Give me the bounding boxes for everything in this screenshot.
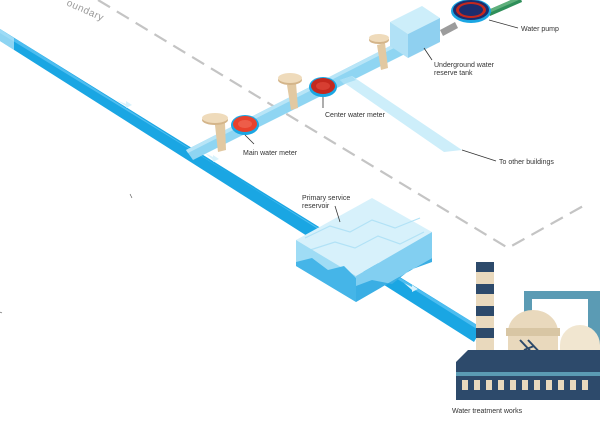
flow-arrows <box>116 100 418 292</box>
valve-icon <box>202 113 228 152</box>
factory-icon <box>456 262 600 400</box>
stray-marks <box>0 193 133 314</box>
meter-icon <box>309 77 337 97</box>
valve-icon <box>278 73 302 110</box>
other-buildings-pipe <box>340 76 462 152</box>
treatment-works-label: Water treatment works <box>452 408 523 415</box>
leader-lines <box>244 19 519 223</box>
tank-label-line2: reserve tank <box>434 70 473 77</box>
valve-icon <box>369 34 389 70</box>
reservoir-label-line1: Primary service <box>302 195 350 202</box>
tank-icon <box>390 6 440 58</box>
reservoir-label-line2: reservoir <box>302 203 330 210</box>
tank-label-line1: Underground water <box>434 62 495 69</box>
center-meter-label: Center water meter <box>325 112 386 119</box>
pump-icon <box>451 0 491 23</box>
boundary-label: oundary <box>65 0 106 24</box>
water-pump-label: Water pump <box>521 26 559 33</box>
meter-icon <box>231 115 259 135</box>
main-meter-label: Main water meter <box>243 150 298 157</box>
main-supply-pipe <box>0 29 482 342</box>
pump-outlet-pipe <box>440 0 522 36</box>
other-buildings-label: To other buildings <box>499 159 554 166</box>
reservoir-icon <box>296 198 432 302</box>
labels: Water pump Underground water reserve tan… <box>243 26 559 415</box>
